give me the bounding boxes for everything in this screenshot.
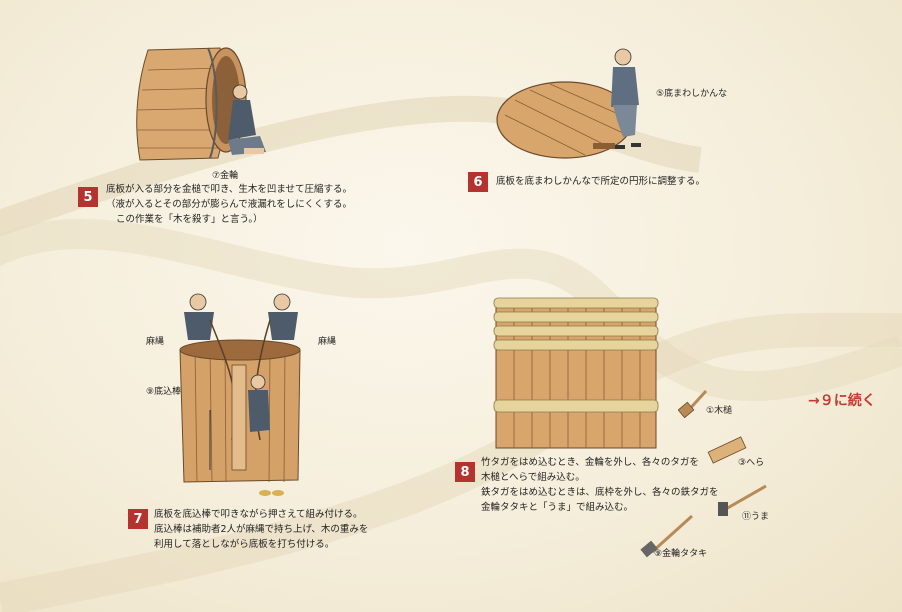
step5-line-3: この作業を「木を殺す」と言う。）	[116, 214, 263, 225]
label-asanawa-left: 麻縄	[146, 337, 165, 347]
step7-line-1: 底板を底込棒で叩きながら押さえて組み付ける。	[154, 509, 363, 520]
step-number-6: 6	[468, 172, 488, 192]
step8-line-3: 鉄タガをはめ込むときは、底枠を外し、各々の鉄タガを	[481, 487, 719, 498]
step6-illustration	[496, 48, 641, 159]
label-kanawa: ⑦金輪	[212, 171, 239, 181]
step7-caption: 底板を底込棒で叩きながら押さえて組み付ける。 底込棒は補助者2人が麻縄で持ち上げ…	[154, 507, 368, 552]
step7-illustration	[179, 293, 301, 496]
step8-line-2: 木槌とへらで組み込む。	[481, 472, 585, 483]
label-uma: ⑪うま	[742, 512, 770, 522]
step8-caption: 竹タガをはめ込むとき、金輪を外し、各々のタガを 木槌とへらで組み込む。 鉄タガを…	[481, 455, 719, 515]
step7-line-2: 底込棒は補助者2人が麻縄で持ち上げ、木の重みを	[154, 524, 369, 535]
label-asanawa-right: 麻縄	[318, 337, 337, 347]
step8-line-4: 金輪タタキと「うま」で組み込む。	[481, 502, 634, 513]
step8-line-1: 竹タガをはめ込むとき、金輪を外し、各々のタガを	[481, 457, 699, 468]
kanawa-tataki-icon	[640, 514, 694, 558]
label-sokokomibou: ⑨底込棒	[146, 387, 182, 397]
step5-line-2: （液が入るとその部分が膨らんで液漏れをしにくくする。	[106, 199, 353, 210]
step7-line-3: 利用して落としながら底板を打ち付ける。	[154, 539, 335, 550]
step5-caption: 底板が入る部分を金槌で叩き、生木を凹ませて圧縮する。 （液が入るとその部分が膨ら…	[106, 182, 352, 227]
step5-line-1: 底板が入る部分を金槌で叩き、生木を凹ませて圧縮する。	[106, 184, 353, 195]
step6-caption: 底板を底まわしかんなで所定の円形に調整する。	[496, 174, 705, 189]
step8-illustration	[493, 297, 659, 449]
mallet-icon	[678, 389, 708, 419]
step5-illustration	[136, 47, 266, 161]
step6-line-1: 底板を底まわしかんなで所定の円形に調整する。	[496, 176, 706, 187]
label-sokomawashi-kanna: ⑤底まわしかんな	[656, 89, 728, 99]
step-number-5: 5	[78, 187, 98, 207]
step-number-8: 8	[455, 462, 475, 482]
continue-link[interactable]: →９に続く	[808, 393, 876, 409]
spatula-icon	[707, 436, 747, 464]
step-number-7: 7	[128, 509, 148, 529]
label-kizuchi: ①木槌	[706, 406, 733, 416]
uma-tool-icon	[718, 484, 767, 516]
label-kanawa-tataki: ⑨金輪タタキ	[654, 549, 708, 559]
label-hera: ③へら	[738, 458, 765, 468]
